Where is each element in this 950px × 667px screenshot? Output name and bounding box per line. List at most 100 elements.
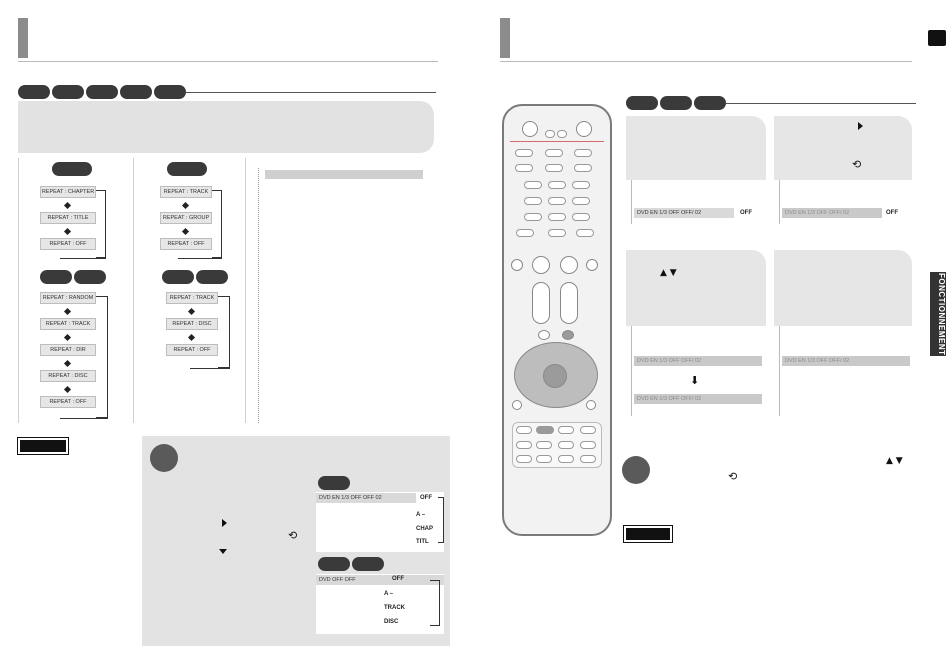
tuning-rocker[interactable]: [560, 282, 578, 324]
repeat-mp3-3: REPEAT : DISC: [40, 370, 96, 382]
remote-btn-low11[interactable]: [580, 455, 596, 463]
arrow-diamond: [187, 307, 196, 316]
loop-bracket: [96, 190, 106, 258]
power-button[interactable]: [522, 121, 538, 137]
remote-btn-r1c[interactable]: [574, 149, 592, 157]
right-pill-2: [660, 96, 692, 110]
remote-btn-r1b[interactable]: [545, 149, 563, 157]
repeat-group-1: REPEAT : GROUP: [160, 212, 212, 224]
repeat-cd-2: REPEAT : OFF: [166, 344, 218, 356]
osd-top-status: OFF: [740, 210, 752, 216]
remote-btn-r2c[interactable]: [574, 164, 592, 172]
remote-btn-left[interactable]: [516, 229, 534, 237]
repeat-mp3-2: REPEAT : DIR: [40, 344, 96, 356]
side-tab-label: FONCTIONNEMENT: [930, 272, 946, 356]
right-pill-1: [626, 96, 658, 110]
remote-btn-low4[interactable]: [516, 441, 532, 449]
arrow-diamond: [63, 385, 72, 394]
col-sep-3: [245, 158, 246, 423]
repeat-icon: ⟲: [852, 158, 862, 171]
num-7[interactable]: [524, 213, 542, 221]
remote-btn-low3[interactable]: [580, 426, 596, 434]
right-header-bar: [500, 18, 510, 58]
dpad-enter-button[interactable]: [543, 364, 567, 388]
mode-button-1[interactable]: [545, 130, 555, 138]
remote-btn-low8[interactable]: [516, 455, 532, 463]
left-header-rule: [18, 61, 438, 62]
remote-btn-r2a[interactable]: [515, 164, 533, 172]
remote-btn-low6[interactable]: [558, 441, 574, 449]
repeat-dvd-2: REPEAT : OFF: [40, 238, 96, 250]
remote-btn-low5[interactable]: [536, 441, 552, 449]
group-pill: [167, 162, 207, 176]
dvd-osd-bar: DVD EN 1/3 OFF OFF 02: [316, 493, 416, 503]
mp3-pill-a: [40, 270, 72, 284]
mute-button[interactable]: [586, 400, 596, 410]
skip-back-button[interactable]: [511, 259, 523, 271]
cd-osd-status: OFF: [392, 576, 404, 582]
num-3[interactable]: [572, 181, 590, 189]
col-sep-2: [133, 158, 134, 423]
num-6[interactable]: [572, 197, 590, 205]
volume-rocker[interactable]: [532, 282, 550, 324]
remote-btn-low7[interactable]: [580, 441, 596, 449]
return-button[interactable]: [512, 400, 522, 410]
num-2[interactable]: [548, 181, 566, 189]
remote-btn-r2b[interactable]: [545, 164, 563, 172]
step-box-4: [774, 250, 912, 326]
note-header: [265, 170, 423, 179]
right-pill-rule: [726, 103, 916, 104]
remote-btn-low10[interactable]: [558, 455, 574, 463]
disc-pill-3: [86, 85, 118, 99]
dvd-osd-pill: [318, 476, 350, 490]
repeat-dvd-0: REPEAT : CHAPTER: [40, 186, 96, 198]
num-4[interactable]: [524, 197, 542, 205]
arrow-diamond: [63, 307, 72, 316]
info-button[interactable]: [562, 330, 574, 340]
osd-top-dim-status: OFF: [886, 210, 898, 216]
osd-loop-bracket: [430, 580, 440, 626]
repeat-mp3-4: REPEAT : OFF: [40, 396, 96, 408]
disc-pill-4: [120, 85, 152, 99]
cd-osd-pill-a: [318, 557, 350, 571]
osd-low: DVD EN 1/3 OFF OFF/ 02: [634, 394, 762, 404]
remote-btn-right[interactable]: [576, 229, 594, 237]
mode-button-2[interactable]: [557, 130, 567, 138]
osd-top-dim: DVD EN 1/3 OFF OFF/ 02: [782, 208, 882, 218]
repeat-mp3-0: REPEAT : RANDOM: [40, 292, 96, 304]
repeat-button[interactable]: [536, 426, 554, 434]
loop-bracket: [96, 296, 108, 418]
play-pause-button[interactable]: [560, 256, 578, 274]
repeat-icon: ⟲: [728, 470, 738, 483]
arrow-diamond: [187, 333, 196, 342]
remote-btn-low9[interactable]: [536, 455, 552, 463]
skip-forward-button[interactable]: [586, 259, 598, 271]
num-9[interactable]: [572, 213, 590, 221]
repeat-cd-1: REPEAT : DISC: [166, 318, 218, 330]
right-col-sep-2: [779, 180, 780, 224]
down-arrow-icon: ⬇: [690, 374, 700, 387]
remote-btn-low1[interactable]: [516, 426, 532, 434]
arrow-diamond: [63, 359, 72, 368]
remote-btn-r1a[interactable]: [515, 149, 533, 157]
cd-osd-bar: DVD OFF OFF: [316, 575, 444, 585]
loop-bracket: [212, 190, 222, 258]
num-8[interactable]: [548, 213, 566, 221]
menu-button[interactable]: [538, 330, 550, 340]
cd-osd-opt-0: A –: [384, 591, 394, 597]
stop-button[interactable]: [532, 256, 550, 274]
num-5[interactable]: [548, 197, 566, 205]
right-pill-3: [694, 96, 726, 110]
loop-bracket-bottom: [60, 418, 108, 419]
num-0[interactable]: [548, 229, 566, 237]
intro-band: [18, 101, 434, 153]
up-down-arrow-icon: ▲ ▼: [660, 268, 677, 278]
num-1[interactable]: [524, 181, 542, 189]
eject-button[interactable]: [576, 121, 592, 137]
note-black-box: [623, 525, 673, 543]
step-box-3: [626, 250, 766, 326]
step-box-1: [626, 116, 766, 180]
right-col-sep-4: [779, 326, 780, 416]
remote-btn-low2[interactable]: [558, 426, 574, 434]
up-down-arrow-icon: ▲ ▼: [886, 456, 903, 466]
